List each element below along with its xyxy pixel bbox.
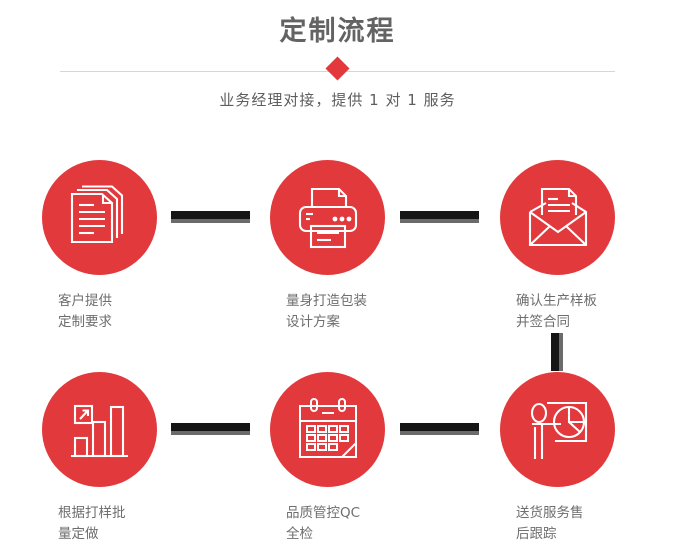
step-4-caption: 根据打样批 量定做 — [58, 505, 126, 542]
process-step-6[interactable]: 送货服务售 后跟踪 — [500, 372, 660, 545]
diamond-icon — [325, 56, 350, 81]
process-step-5[interactable]: 品质管控QC 全检 — [270, 372, 430, 545]
step-3-caption: 确认生产样板 并签合同 — [516, 293, 597, 330]
step-2-icon-circle — [270, 160, 385, 275]
step-5-caption: 品质管控QC 全检 — [286, 505, 361, 542]
connector-bar — [551, 333, 559, 371]
step-1-icon-circle — [42, 160, 157, 275]
step-4-icon-circle — [42, 372, 157, 487]
connector-step2-step3 — [400, 211, 479, 223]
step-2-caption: 量身打造包装 设计方案 — [286, 293, 367, 330]
connector-shadow — [171, 219, 250, 223]
process-step-1[interactable]: 客户提供 定制要求 — [42, 160, 202, 333]
step-1-caption: 客户提供 定制要求 — [58, 293, 112, 330]
step-5-icon-circle — [270, 372, 385, 487]
step-6-icon-circle — [500, 372, 615, 487]
page-title: 定制流程 — [279, 16, 396, 47]
connector-shadow — [400, 219, 479, 223]
step-6-caption: 送货服务售 后跟踪 — [516, 505, 584, 542]
documents-stack-icon — [66, 184, 134, 252]
calendar-icon — [295, 397, 361, 463]
connector-step4-step5 — [171, 423, 250, 435]
connector-bar — [400, 211, 479, 219]
connector-shadow — [559, 333, 563, 371]
process-step-4[interactable]: 根据打样批 量定做 — [42, 372, 202, 545]
printer-icon — [295, 185, 361, 251]
connector-step3-step6 — [551, 333, 563, 371]
process-step-3[interactable]: 确认生产样板 并签合同 — [500, 160, 660, 333]
connector-step5-step6 — [400, 423, 479, 435]
connector-bar — [400, 423, 479, 431]
process-step-2[interactable]: 量身打造包装 设计方案 — [270, 160, 430, 333]
connector-step1-step2 — [171, 211, 250, 223]
connector-bar — [171, 423, 250, 431]
connector-bar — [171, 211, 250, 219]
bar-chart-growth-icon — [68, 398, 132, 462]
connector-shadow — [400, 431, 479, 435]
page-subtitle: 业务经理对接，提供 1 对 1 服务 — [219, 91, 456, 109]
step-3-icon-circle — [500, 160, 615, 275]
envelope-document-icon — [525, 185, 591, 251]
presenter-pie-chart-icon — [525, 397, 591, 463]
connector-shadow — [171, 431, 250, 435]
